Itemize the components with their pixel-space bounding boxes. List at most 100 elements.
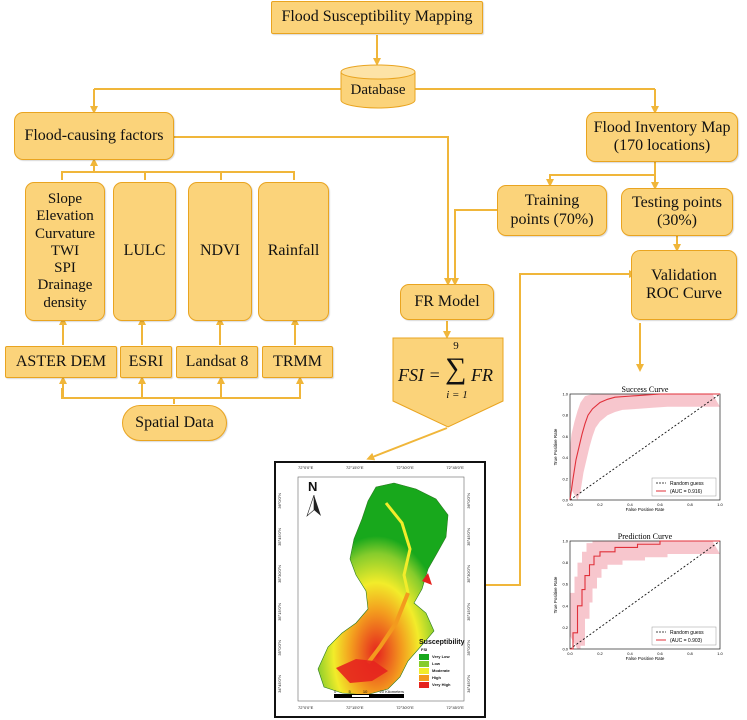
map-bottom-tick-3: 72°45'0"E (446, 705, 464, 710)
legend-random-label: Random guess (670, 481, 704, 487)
random-guess-line (569, 540, 721, 650)
map-bottom-tick-2: 72°30'0"E (396, 705, 414, 710)
y-tick-label: 0.0 (562, 647, 568, 652)
map-right-tick-3: 35°15'0"N (466, 602, 471, 621)
map-left-tick-2: 35°30'0"N (277, 565, 282, 584)
factor-group-1-text: Slope Elevation Curvature TWI SPI Draina… (35, 191, 95, 311)
x-axis-label: False Positive Rate (626, 656, 665, 661)
spatial-text: Spatial Data (135, 413, 214, 431)
aster-dem-box: ASTER DEM (5, 346, 117, 378)
y-tick-label: 0.8 (562, 413, 568, 418)
y-tick-label: 1.0 (562, 539, 568, 544)
legend-label: Very Low (432, 654, 450, 659)
sigma-icon: ∑ (445, 352, 467, 385)
factor-group-4-text: Rainfall (267, 242, 320, 260)
y-tick-label: 0.6 (562, 582, 568, 587)
map-top-tick-2: 72°30'0"E (396, 465, 414, 470)
y-tick-label: 0.0 (562, 498, 568, 503)
landsat-box: Landsat 8 (176, 346, 258, 378)
y-tick-label: 0.2 (562, 476, 568, 481)
map-right-tick-1: 35°45'0"N (466, 528, 471, 546)
source-1-text: ASTER DEM (15, 352, 107, 370)
database-label: Database (350, 81, 406, 98)
database-cylinder-icon (340, 64, 416, 109)
map-top-tick-3: 72°45'0"E (446, 465, 464, 470)
roc-confidence-band (570, 541, 720, 649)
flood-inventory-map-box: Flood Inventory Map (170 locations) (586, 112, 738, 162)
x-tick-label: 0.8 (687, 651, 693, 656)
north-label: N (308, 479, 318, 494)
x-tick-label: 1.0 (717, 651, 723, 656)
x-tick-label: 0.6 (657, 651, 663, 656)
map-left-tick-0: 36°0'0"N (277, 493, 282, 509)
x-tick-label: 0.2 (597, 651, 603, 656)
legend-item-1: Low (419, 660, 479, 667)
map-top-tick-0: 72°0'0"E (298, 465, 314, 470)
legend-label: Low (432, 661, 440, 666)
y-tick-label: 0.6 (562, 434, 568, 439)
x-axis-label: False Positive Rate (626, 507, 665, 512)
formula-lhs: FSI = (398, 365, 441, 385)
legend-random-label: Random guess (670, 630, 704, 636)
title-box: Flood Susceptibility Mapping (271, 1, 483, 34)
x-tick-label: 0.0 (567, 502, 573, 507)
formula-sum-bottom: i = 1 (446, 389, 468, 401)
lulc-box: LULC (113, 182, 176, 321)
susceptibility-map-panel: N 72°0'0"E 72°15'0"E 72°30'0"E 72°45'0"E 72… (274, 461, 486, 718)
plot-frame (569, 540, 721, 650)
y-axis-label: True Positive Rate (553, 576, 558, 613)
inventory-text: Flood Inventory Map (170 locations) (593, 118, 731, 154)
map-bottom-tick-0: 72°0'0"E (298, 705, 314, 710)
legend-swatch (419, 653, 429, 660)
scale-tick-0: 0 (334, 689, 337, 694)
roc-curve-line (569, 393, 720, 501)
testing-points-box: Testing points (30%) (621, 188, 733, 236)
source-3-text: Landsat 8 (185, 352, 249, 370)
legend-subtitle: FSI (421, 647, 428, 652)
ndvi-box: NDVI (188, 182, 252, 321)
title-text: Flood Susceptibility Mapping (281, 8, 473, 26)
training-text: Training points (70%) (510, 192, 594, 228)
x-tick-label: 1.0 (717, 502, 723, 507)
validation-roc-box: Validation ROC Curve (631, 250, 737, 320)
map-frame (297, 476, 465, 702)
fr-model-box: FR Model (400, 284, 494, 320)
y-tick-label: 1.0 (562, 392, 568, 397)
rainfall-box: Rainfall (258, 182, 329, 321)
legend-swatch (419, 674, 429, 681)
map-left-tick-5: 34°45'0"N (277, 675, 282, 693)
plot-frame (569, 393, 721, 501)
map-top-ticks: 72°0'0"E 72°15'0"E 72°30'0"E 72°45'0"E (298, 465, 464, 470)
legend-swatch (419, 681, 429, 688)
map-left-tick-4: 35°0'0"N (277, 640, 282, 656)
scale-tick-2: 10 (362, 689, 368, 694)
formula-term: FR (471, 365, 493, 385)
formula-sum-top: 9 (453, 340, 459, 352)
factor-group-2-text: LULC (123, 242, 166, 260)
random-guess-line (569, 393, 721, 501)
source-2-text: ESRI (128, 352, 164, 370)
y-tick-label: 0.4 (562, 603, 568, 608)
x-tick-label: 0.0 (567, 651, 573, 656)
chart-legend (651, 477, 717, 497)
testing-text: Testing points (30%) (632, 193, 722, 229)
topographic-factors-box: Slope Elevation Curvature TWI SPI Draina… (25, 182, 105, 321)
map-top-tick-1: 72°15'0"E (345, 465, 364, 470)
source-4-text: TRMM (273, 352, 322, 370)
y-tick-label: 0.4 (562, 455, 568, 460)
map-right-tick-0: 36°0'0"N (466, 493, 471, 509)
north-arrow-icon (306, 495, 321, 517)
chart-legend (651, 626, 717, 646)
map-left-tick-1: 35°45'0"N (277, 528, 282, 546)
legend-label: High (432, 675, 441, 680)
legend-swatch (419, 667, 429, 674)
legend-item-3: High (419, 674, 479, 681)
training-points-box: Training points (70%) (497, 185, 607, 236)
flood-causing-factors-box: Flood-causing factors (14, 112, 174, 160)
